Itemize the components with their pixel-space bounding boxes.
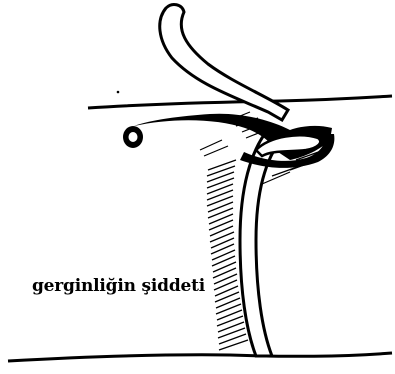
bar-bottom-edge [8,353,392,361]
tension-label: gerginliğin şiddeti [32,276,205,296]
rope-end-hole [129,132,138,142]
ink-dot [117,91,120,94]
